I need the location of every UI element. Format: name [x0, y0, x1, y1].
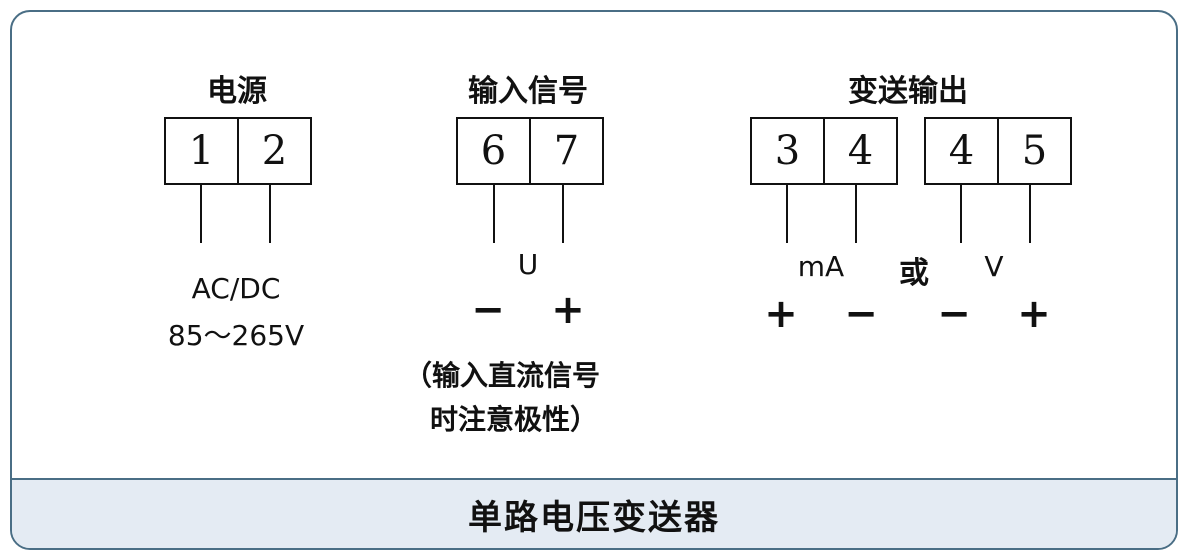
power-heading: 电源 [207, 74, 267, 109]
input-polarity-note-line1: （输入直流信号 [404, 359, 601, 392]
output-current-unit: mA [797, 250, 845, 283]
wire-terminal-2 [269, 185, 271, 243]
output-current-minus-sign: − [844, 291, 878, 337]
output-current-plus-sign: + [764, 291, 798, 337]
terminal-6: 6 [480, 128, 507, 174]
footer-bar: 单路电压变送器 [12, 478, 1176, 548]
terminal-4-voltage: 4 [948, 128, 975, 174]
wire-terminal-5 [1029, 185, 1031, 243]
power-voltage-type: AC/DC [191, 272, 281, 305]
wire-terminal-3 [786, 185, 788, 243]
device-title: 单路电压变送器 [468, 497, 720, 538]
output-voltage-minus-sign: − [937, 291, 971, 337]
terminal-5: 5 [997, 119, 1070, 183]
terminal-2: 2 [237, 119, 310, 183]
wire-terminal-1 [200, 185, 202, 243]
wire-terminal-4 [855, 185, 857, 243]
input-heading: 输入信号 [468, 74, 588, 109]
terminal-4: 4 [823, 119, 896, 183]
output-current-terminal-block: 3 4 [750, 117, 898, 185]
input-unit-label: U [517, 248, 539, 281]
terminal-7: 7 [529, 119, 602, 183]
input-minus-sign: − [471, 287, 505, 333]
output-voltage-unit: V [984, 250, 1004, 283]
terminal-3: 3 [774, 128, 801, 174]
terminal-1: 1 [188, 128, 215, 174]
output-voltage-plus-sign: + [1017, 291, 1051, 337]
output-or-text: 或 [899, 256, 929, 291]
power-terminal-block: 1 2 [164, 117, 312, 185]
input-plus-sign: + [551, 287, 585, 333]
wire-terminal-6 [493, 185, 495, 243]
input-terminal-block: 6 7 [456, 117, 604, 185]
wire-terminal-7 [562, 185, 564, 243]
power-voltage-range: 85～265V [167, 319, 305, 352]
diagram-frame: 电源 1 2 AC/DC 85～265V 输入信号 6 7 U − + （输入直… [10, 10, 1178, 550]
output-heading: 变送输出 [848, 74, 968, 109]
input-polarity-note-line2: 时注意极性） [430, 403, 599, 436]
output-voltage-terminal-block: 4 5 [924, 117, 1072, 185]
wire-terminal-4-voltage [960, 185, 962, 243]
